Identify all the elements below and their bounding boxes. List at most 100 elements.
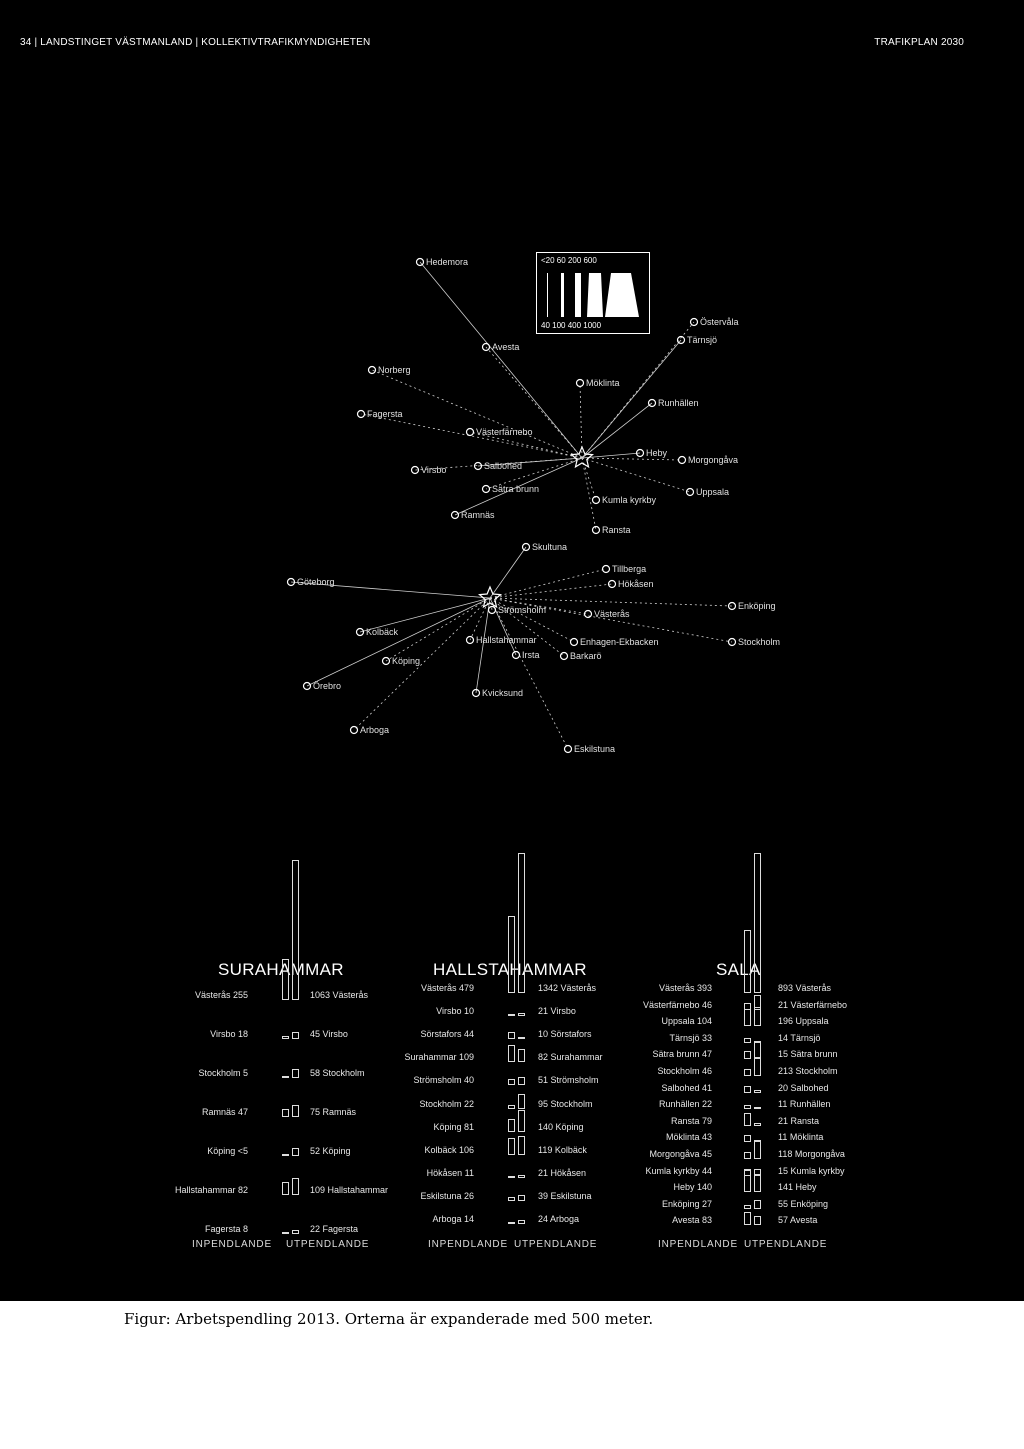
place-marker <box>481 342 491 352</box>
hallstahammar-out-bar <box>518 853 525 993</box>
place-label: Arboga <box>360 725 389 735</box>
town-hub-marker <box>570 445 594 469</box>
place-marker <box>689 317 699 327</box>
place-marker <box>647 398 657 408</box>
sala-in-10: Morgongåva 45 <box>649 1149 712 1159</box>
place-label: Irsta <box>522 650 540 660</box>
hallstahammar-in-bar <box>508 1176 515 1178</box>
hallstahammar-out-4: 51 Strömsholm <box>538 1075 599 1085</box>
legend-bottom-values: 40 100 400 1000 <box>541 321 602 330</box>
commute-line <box>581 457 683 461</box>
place-marker <box>367 365 377 375</box>
legend-top-values: <20 60 200 600 <box>541 256 597 265</box>
town-hub-marker <box>478 585 502 609</box>
commute-line <box>475 597 491 694</box>
sala-in-label: INPENDLANDE <box>658 1239 738 1250</box>
commute-line <box>385 597 491 662</box>
sala-in-2: Uppsala 104 <box>661 1016 712 1026</box>
sala-out-12: 141 Heby <box>778 1182 817 1192</box>
surahammar-in-bar <box>282 1109 289 1117</box>
commute-line <box>360 413 583 459</box>
hallstahammar-out-label: UTPENDLANDE <box>514 1239 598 1250</box>
hallstahammar-out-6: 140 Köping <box>538 1122 584 1132</box>
sala-in-bar <box>744 1170 751 1192</box>
sala-out-8: 21 Ransta <box>778 1116 820 1126</box>
surahammar-in-3: Ramnäs 47 <box>201 1107 248 1117</box>
hallstahammar-in-4: Strömsholm 40 <box>413 1075 474 1085</box>
place-label: Eskilstuna <box>574 744 615 754</box>
surahammar-out-bar <box>292 1148 299 1156</box>
place-marker <box>583 609 593 619</box>
commute-line <box>581 452 641 459</box>
place-label: Örebro <box>313 681 341 691</box>
place-label: Uppsala <box>696 487 729 497</box>
commute-line <box>489 597 575 643</box>
surahammar-out-bar <box>292 1230 299 1234</box>
place-marker <box>465 635 475 645</box>
sala-out-label: UTPENDLANDE <box>744 1239 828 1250</box>
place-label: Västerfärnebo <box>476 427 533 437</box>
place-label: Runhällen <box>658 398 699 408</box>
place-marker <box>349 725 359 735</box>
sala-out-bar <box>754 1140 761 1159</box>
surahammar-in-1: Virsbo 18 <box>210 1029 248 1039</box>
sala-in-bar <box>744 930 751 993</box>
commute-line <box>581 457 597 501</box>
legend-line-weights <box>547 273 639 317</box>
sala-in-bar <box>744 1105 751 1109</box>
hallstahammar-in-1: Virsbo 10 <box>436 1006 474 1016</box>
place-label: Kolbäck <box>366 627 399 637</box>
commute-line <box>489 546 527 599</box>
hallstahammar-out-bar <box>518 1037 525 1039</box>
hallstahammar-in-bar <box>508 916 515 993</box>
commuting-map: HedemoraAvestaÖstervålaTärnsjöNorbergMök… <box>286 257 780 754</box>
hallstahammar-in-8: Hökåsen 11 <box>426 1168 474 1178</box>
place-label: Ramnäs <box>461 510 495 520</box>
place-marker <box>355 627 365 637</box>
sala-in-8: Ransta 79 <box>670 1116 712 1126</box>
place-label: Heby <box>646 448 668 458</box>
surahammar-in-bar <box>282 959 289 1000</box>
surahammar-out-5: 109 Hallstahammar <box>310 1185 389 1195</box>
sala-in-9: Möklinta 43 <box>665 1132 712 1142</box>
page-header-left: 34 | LANDSTINGET VÄSTMANLAND | KOLLEKTIV… <box>20 37 371 48</box>
sala-in-3: Tärnsjö 33 <box>669 1033 712 1043</box>
commute-line <box>353 597 491 731</box>
sala-out-bar <box>754 1090 761 1093</box>
sala-in-6: Salbohed 41 <box>661 1083 712 1093</box>
commute-line <box>359 597 491 633</box>
hallstahammar-out-8: 21 Hökåsen <box>538 1168 587 1178</box>
hallstahammar-in-10: Arboga 14 <box>432 1214 474 1224</box>
place-marker <box>302 681 312 691</box>
surahammar-in-0: Västerås 255 <box>194 990 248 1000</box>
place-label: Barkarö <box>570 651 602 661</box>
place-marker <box>676 335 686 345</box>
surahammar-in-bar <box>282 1154 289 1156</box>
sala-in-11: Kumla kyrkby 44 <box>645 1166 712 1176</box>
hallstahammar-in-bar <box>508 1105 515 1109</box>
place-label: Enköping <box>738 601 776 611</box>
place-marker <box>511 650 521 660</box>
sala-out-bar <box>754 1107 761 1109</box>
hallstahammar-out-10: 24 Arboga <box>538 1214 580 1224</box>
place-label: Morgongåva <box>688 455 738 465</box>
surahammar-out-4: 52 Köping <box>310 1146 351 1156</box>
figure-caption: Figur: Arbetspendling 2013. Orterna är e… <box>124 1310 654 1328</box>
commute-line <box>581 457 597 531</box>
hallstahammar-in-bar <box>508 1014 515 1016</box>
place-label: Stockholm <box>738 637 780 647</box>
place-label: Sätra brunn <box>492 484 539 494</box>
surahammar-out-bar <box>292 1105 299 1117</box>
hallstahammar-in-bar <box>508 1032 515 1039</box>
sala-in-13: Enköping 27 <box>661 1199 712 1209</box>
sala-out-5: 213 Stockholm <box>778 1066 838 1076</box>
commute-line <box>581 339 682 459</box>
place-label: Tärnsjö <box>687 335 717 345</box>
place-marker <box>635 448 645 458</box>
surahammar-out-0: 1063 Västerås <box>310 990 369 1000</box>
commute-line <box>581 402 653 459</box>
hallstahammar-out-0: 1342 Västerås <box>538 983 597 993</box>
sala-out-0: 893 Västerås <box>778 983 832 993</box>
page-header-right: TRAFIKPLAN 2030 <box>874 37 964 48</box>
sala-in-bar <box>744 1212 751 1225</box>
